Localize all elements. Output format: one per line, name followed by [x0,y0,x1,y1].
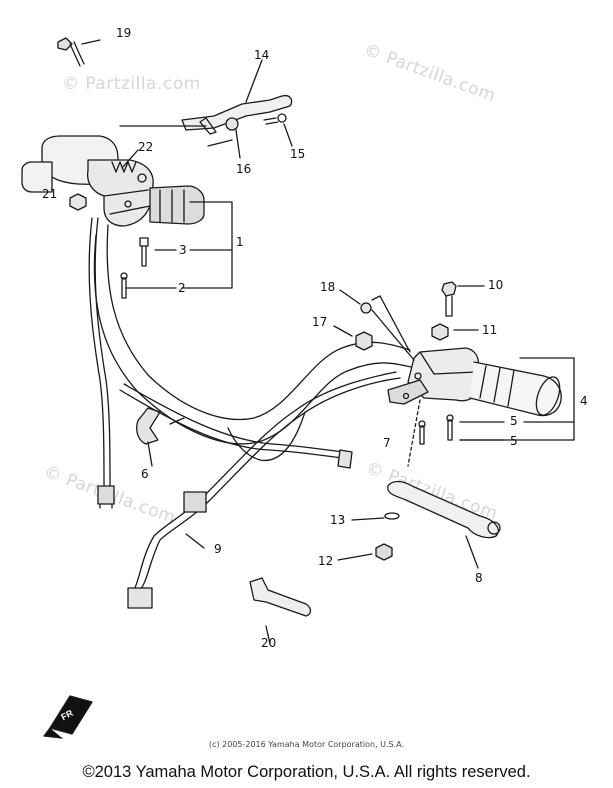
callout-18: 18 [320,280,336,294]
callout-1: 1 [236,235,244,249]
callout-10: 10 [488,278,504,292]
nut-21 [69,193,87,211]
bracket-4-leaders [459,357,575,441]
screws-right [418,414,454,445]
callout-13: 13 [330,513,346,527]
bolt-15 [263,113,293,147]
bolt-19 [57,37,101,67]
right-grip [469,361,562,417]
lever-14 [119,59,293,135]
nut-17 [333,325,373,351]
watermark: © Partzilla.com [62,74,201,94]
callout-22: 22 [138,140,154,154]
throttle-cable [119,383,353,469]
callout-16: 16 [236,162,252,176]
callout-9: 9 [214,542,222,556]
screws-left [120,237,149,299]
callout-11: 11 [482,323,498,337]
callout-15: 15 [290,147,306,161]
nut-11 [431,323,479,341]
callout-21: 21 [42,187,58,201]
callout-17: 17 [312,315,328,329]
cable-clamp-6 [135,407,185,467]
left-switch-housing [21,135,205,227]
washer-18 [339,289,372,314]
callout-5-lower: 5 [510,434,518,448]
cable-9 [127,371,401,609]
clutch-lever-8 [387,480,501,569]
left-cable [88,217,115,509]
callout-8: 8 [475,571,483,585]
watermark-text: Partzilla.com [85,74,201,94]
leader-22 [121,139,233,169]
callout-6: 6 [141,467,149,481]
callout-4: 4 [580,394,588,408]
callout-7: 7 [383,436,391,450]
washer-13 [351,512,400,521]
callout-3: 3 [179,243,187,257]
front-arrow-icon [43,695,93,739]
right-lever-bracket [387,347,480,405]
spring-22 [111,161,137,173]
bracket-1-leaders [125,201,233,289]
pivot-guide [371,295,421,467]
watermark-symbol: © [62,74,80,94]
copyright-main: ©2013 Yamaha Motor Corporation, U.S.A. A… [82,763,531,781]
handlebar [93,224,416,461]
adjuster-10 [441,281,485,317]
cable-band-20 [249,577,312,645]
nut-12 [337,543,393,561]
washer-16 [225,117,241,159]
callout-5-upper: 5 [510,414,518,428]
callout-2: 2 [178,281,186,295]
callout-14: 14 [254,48,270,62]
copyright-small: (c) 2005-2016 Yamaha Motor Corporation, … [208,740,405,749]
callout-12: 12 [318,554,334,568]
callout-19: 19 [116,26,132,40]
callout-20: 20 [261,636,277,650]
